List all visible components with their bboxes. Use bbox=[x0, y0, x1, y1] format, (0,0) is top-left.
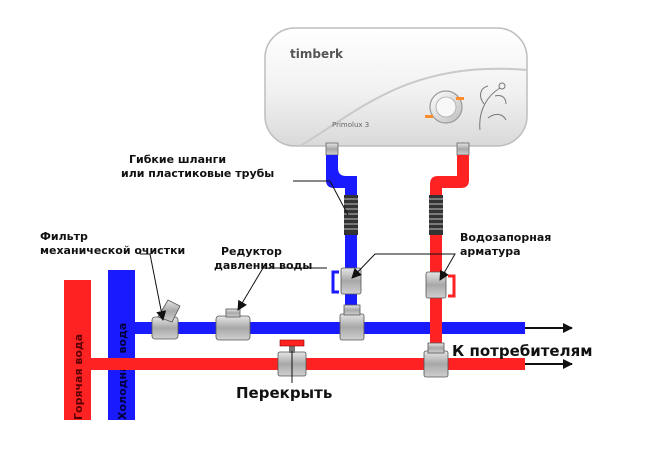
hot-ball-valve[interactable] bbox=[425, 271, 456, 299]
cold-tee-fitting bbox=[339, 304, 365, 341]
leader-lines bbox=[140, 180, 456, 383]
cold-water-riser: Холодная вода bbox=[108, 270, 135, 420]
heater-model: Primolux 3 bbox=[332, 121, 369, 129]
label-hoses-line1: Гибкие шланги bbox=[129, 153, 226, 166]
floral-decoration bbox=[479, 82, 507, 131]
label-filter-line2: механической очистки bbox=[40, 244, 185, 257]
mechanical-filter bbox=[151, 299, 181, 340]
hot-main-pipe bbox=[91, 358, 525, 370]
label-reducer: Редуктор давления воды bbox=[214, 245, 312, 272]
temperature-knob[interactable] bbox=[425, 90, 464, 124]
label-filter-line1: Фильтр bbox=[40, 230, 88, 243]
heater-brand: timberk bbox=[290, 47, 344, 61]
hot-tee-fitting bbox=[423, 342, 449, 378]
pressure-reducer bbox=[215, 308, 251, 341]
hot-riser-label: Горячая вода bbox=[72, 334, 85, 420]
knob-indicator-right bbox=[456, 97, 464, 100]
cold-heater-supply-upper bbox=[326, 155, 357, 195]
label-filter: Фильтр механической очистки bbox=[40, 230, 185, 257]
label-reducer-line2: давления воды bbox=[214, 259, 312, 272]
cold-inlet-nipple bbox=[325, 142, 339, 156]
label-valves-line2: арматура bbox=[460, 245, 521, 258]
hot-outlet-nipple bbox=[456, 142, 470, 156]
heater-body bbox=[264, 27, 528, 147]
label-valves: Водозапорная арматура bbox=[460, 231, 551, 258]
label-reducer-line1: Редуктор bbox=[221, 245, 282, 258]
hot-water-riser: Горячая вода bbox=[64, 280, 91, 420]
label-shutoff: Перекрыть bbox=[236, 384, 332, 402]
label-to-consumers: К потребителям bbox=[452, 342, 593, 360]
hot-flexible-hose bbox=[429, 195, 443, 235]
label-valves-line1: Водозапорная bbox=[460, 231, 551, 244]
heater-swoosh bbox=[299, 67, 528, 147]
cold-main-pipe bbox=[135, 322, 525, 334]
water-heater: timberk Primolux 3 bbox=[264, 27, 528, 156]
hot-heater-return-upper bbox=[430, 155, 469, 195]
cold-flexible-hose bbox=[344, 195, 358, 235]
cold-riser-label: Холодная вода bbox=[116, 323, 129, 420]
knob-indicator-left bbox=[425, 115, 433, 118]
label-hoses-line2: или пластиковые трубы bbox=[121, 167, 274, 180]
cold-ball-valve[interactable] bbox=[331, 267, 362, 295]
label-hoses: Гибкие шланги или пластиковые трубы bbox=[121, 153, 274, 180]
